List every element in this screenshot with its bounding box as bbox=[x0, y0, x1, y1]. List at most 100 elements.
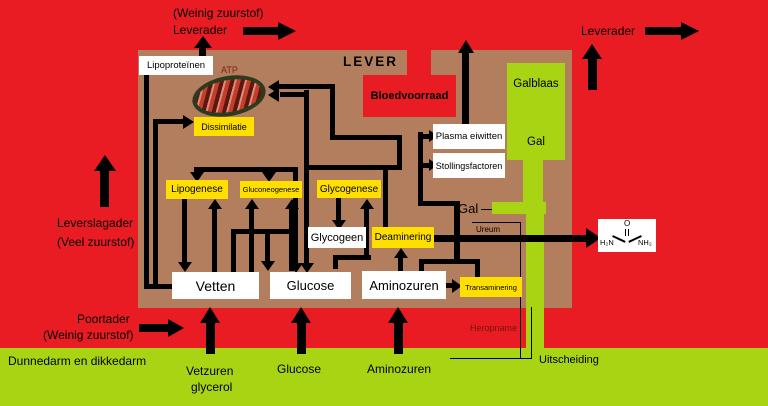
bile-out-label: Gal bbox=[458, 201, 479, 216]
flow-line bbox=[383, 165, 388, 228]
urea-right-group: NH₂ bbox=[638, 238, 652, 247]
urea-oxygen: O bbox=[624, 219, 631, 228]
arrowhead-down bbox=[300, 263, 314, 273]
flow-line bbox=[297, 321, 306, 354]
transamination-box: Transaminering bbox=[460, 277, 522, 297]
lipoproteins-label: Lipoproteïnen bbox=[146, 60, 206, 71]
clotting-factors-box: Stollingsfactoren bbox=[433, 153, 505, 178]
flow-line bbox=[144, 74, 149, 287]
glucose-box: Glucose bbox=[270, 272, 351, 299]
liver-title: LEVER bbox=[343, 54, 399, 69]
bile-duct-bar bbox=[492, 202, 546, 214]
bile-label-pointer bbox=[481, 209, 492, 210]
flow-line bbox=[444, 283, 453, 288]
bile-thin-line bbox=[472, 222, 521, 223]
amino-acids-label: Aminozuren bbox=[369, 277, 439, 293]
plasma-proteins-box: Plasma eiwitten bbox=[433, 124, 505, 149]
fats-box: Vetten bbox=[172, 272, 259, 299]
hepatic-artery-label: Leverslagader bbox=[57, 216, 134, 230]
flow-line bbox=[206, 321, 215, 354]
lipogenesis-label: Lipogenese bbox=[171, 184, 223, 195]
urea-bond-left bbox=[612, 235, 626, 243]
arrowhead-up bbox=[388, 307, 408, 323]
flow-line bbox=[265, 233, 270, 261]
arrowhead-up bbox=[291, 307, 311, 323]
flow-line bbox=[330, 135, 402, 140]
fats-label: Vetten bbox=[195, 277, 236, 294]
reuptake-line bbox=[531, 307, 532, 359]
amino-input-label: Aminozuren bbox=[367, 362, 432, 376]
flow-line bbox=[418, 201, 460, 206]
reuptake-label: Heropname bbox=[470, 323, 518, 333]
flow-line bbox=[304, 90, 309, 265]
atp-label: ATP bbox=[221, 65, 238, 75]
arrowhead-down bbox=[261, 261, 275, 271]
gallbladder-bile-label: Gal bbox=[527, 136, 545, 148]
arrowhead-right bbox=[168, 319, 184, 337]
flow-line bbox=[462, 51, 469, 125]
gluconeogenesis-label: Gluconeogenese bbox=[242, 185, 300, 194]
urea-flow-line bbox=[432, 235, 588, 242]
blood-pool-box: Bloedvoorraad bbox=[363, 75, 456, 117]
bile-duct-channel bbox=[526, 213, 544, 348]
flow-line bbox=[289, 209, 294, 271]
arrowhead-up bbox=[285, 199, 299, 209]
flow-line bbox=[182, 199, 187, 263]
urea-left-group: H₂N bbox=[600, 238, 614, 247]
top-left-oxygen-label: (Weinig zuurstof) bbox=[173, 6, 264, 20]
flow-line bbox=[243, 27, 280, 35]
blood-pool-label: Bloedvoorraad bbox=[370, 90, 449, 102]
flow-line bbox=[418, 132, 423, 206]
dissimilation-box: Dissimilatie bbox=[194, 117, 254, 136]
reuptake-line bbox=[450, 358, 532, 359]
urea-double-bond bbox=[625, 229, 626, 236]
arrowhead-down bbox=[178, 262, 192, 272]
arrowhead-down bbox=[332, 220, 346, 230]
arrowhead-down bbox=[262, 172, 276, 182]
arrowhead-up bbox=[94, 155, 116, 171]
lipoproteins-box: Lipoproteïnen bbox=[139, 56, 213, 75]
dissimilation-label: Dissimilatie bbox=[201, 121, 247, 132]
arrowhead-up bbox=[360, 199, 374, 209]
arrowhead-up bbox=[245, 199, 259, 209]
flow-line bbox=[212, 209, 217, 272]
deamination-label: Deaminering bbox=[374, 232, 432, 243]
lipogenesis-box: Lipogenese bbox=[166, 180, 228, 199]
flow-line bbox=[394, 321, 403, 354]
glycogenesis-box: Glycogenese bbox=[317, 180, 381, 198]
flow-line bbox=[139, 324, 170, 332]
flow-line bbox=[645, 27, 683, 35]
flow-line bbox=[333, 255, 371, 260]
glucose-label: Glucose bbox=[286, 278, 335, 293]
arrowhead-up bbox=[582, 44, 602, 59]
hepatic-artery-oxygen-label: (Veel zuurstof) bbox=[57, 235, 135, 249]
flow-line bbox=[308, 165, 400, 170]
fat-input-label-line2: glycerol bbox=[191, 380, 233, 394]
portal-vein-oxygen-label: (Weinig zuurstof) bbox=[43, 328, 134, 342]
intestine-band bbox=[0, 348, 768, 406]
hepatic-vein-label-right: Leverader bbox=[581, 24, 636, 38]
gluconeogenesis-box: Gluconeogenese bbox=[240, 181, 302, 198]
gallbladder-title: Galblaas bbox=[513, 78, 559, 90]
urea-molecule-box: O H₂N NH₂ bbox=[598, 219, 656, 252]
plasma-proteins-label: Plasma eiwitten bbox=[435, 131, 503, 142]
flow-line bbox=[397, 135, 402, 170]
amino-acids-box: Aminozuren bbox=[362, 271, 446, 299]
flow-line bbox=[194, 167, 298, 172]
flow-line bbox=[293, 167, 298, 265]
flow-line bbox=[199, 46, 206, 56]
portal-vein-label: Poortader bbox=[77, 312, 130, 326]
urea-double-bond bbox=[628, 229, 629, 236]
deamination-box: Deaminering bbox=[372, 227, 434, 248]
arrowhead-left bbox=[268, 88, 279, 102]
flow-line bbox=[231, 229, 236, 272]
flow-line bbox=[475, 259, 480, 277]
glycogenesis-label: Glycogenese bbox=[319, 183, 379, 195]
flow-line bbox=[398, 255, 403, 272]
flow-line bbox=[423, 163, 430, 168]
flow-line bbox=[588, 57, 597, 90]
transamination-label: Transaminering bbox=[465, 282, 517, 292]
flow-line bbox=[144, 284, 172, 289]
liver-top-notch bbox=[407, 50, 431, 76]
bile-duct-stub bbox=[523, 160, 543, 204]
